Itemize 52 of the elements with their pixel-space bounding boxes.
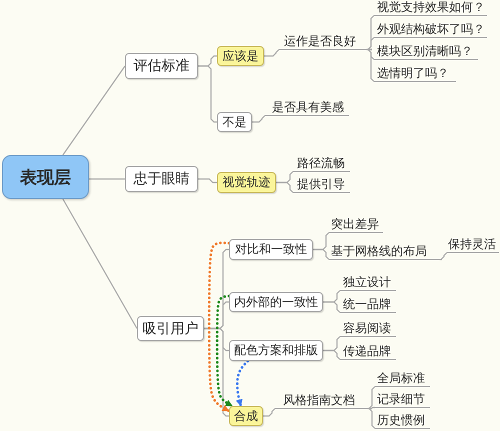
connector-line (198, 65, 217, 123)
subtopic-label: 保持灵活 (447, 237, 499, 253)
subtopic-label: 记录细节 (375, 392, 430, 408)
connector-line (264, 48, 280, 57)
topic-box: 吸引用户 (137, 316, 204, 341)
dotted-arrow (216, 294, 234, 408)
connector-line (204, 328, 229, 417)
subtopic-label: 选情明了吗？ (374, 66, 456, 82)
connector-line (366, 36, 375, 50)
subtopic-label: 视觉支持效果如何？ (374, 0, 487, 16)
subtopic-label: 全局标准 (375, 371, 430, 387)
connector-line (62, 66, 126, 156)
connector-line (263, 408, 276, 417)
topic-box: 内外部的一致性 (229, 292, 323, 312)
connector-line (368, 386, 376, 410)
subtopic-label: 路径流畅 (293, 156, 350, 172)
subtopic-label: 风格指南文档 (275, 393, 372, 409)
subtopic-label: 模块区别清晰吗？ (374, 44, 478, 60)
subtopic-label: 提供引导 (293, 177, 350, 193)
highlighted-topic-box: 应该是 (217, 46, 264, 66)
connector-line (323, 350, 341, 360)
subtopic-label: 运作是否良好 (279, 34, 372, 50)
connector-line (366, 48, 375, 82)
connector-line (252, 114, 266, 123)
central-topic-box: 表现层 (2, 155, 89, 199)
connector-line (368, 408, 376, 430)
connector-line (323, 301, 341, 314)
topic-box: 不是 (217, 112, 252, 132)
subtopic-label: 基于网格线的布局 (329, 244, 442, 260)
connector-line (198, 178, 217, 184)
subtopic-label: 外观结构破坏了吗？ (374, 22, 487, 38)
highlighted-topic-box: 合成 (229, 406, 263, 426)
connector-line (313, 248, 330, 260)
highlighted-topic-box: 视觉轨迹 (217, 172, 276, 193)
topic-box: 忠于眼睛 (125, 166, 198, 192)
connector-line (62, 198, 138, 329)
subtopic-label: 容易阅读 (340, 321, 396, 337)
connector-line (89, 178, 125, 180)
subtopic-label: 统一品牌 (340, 297, 396, 313)
connector-line (370, 406, 375, 410)
subtopic-label: 是否具有美感 (265, 100, 349, 116)
subtopic-label: 突出差异 (329, 217, 383, 233)
subtopic-label: 历史惯例 (375, 413, 430, 429)
subtopic-label: 传递品牌 (340, 344, 396, 360)
topic-box: 评估标准 (125, 53, 198, 79)
connector-line (440, 252, 448, 260)
dotted-arrow (208, 242, 230, 412)
topic-box: 对比和一致性 (229, 239, 313, 260)
topic-box: 配色方案和排版 (229, 340, 323, 361)
connector-line (276, 182, 294, 194)
subtopic-label: 独立设计 (340, 275, 396, 291)
dotted-arrow (236, 360, 250, 408)
